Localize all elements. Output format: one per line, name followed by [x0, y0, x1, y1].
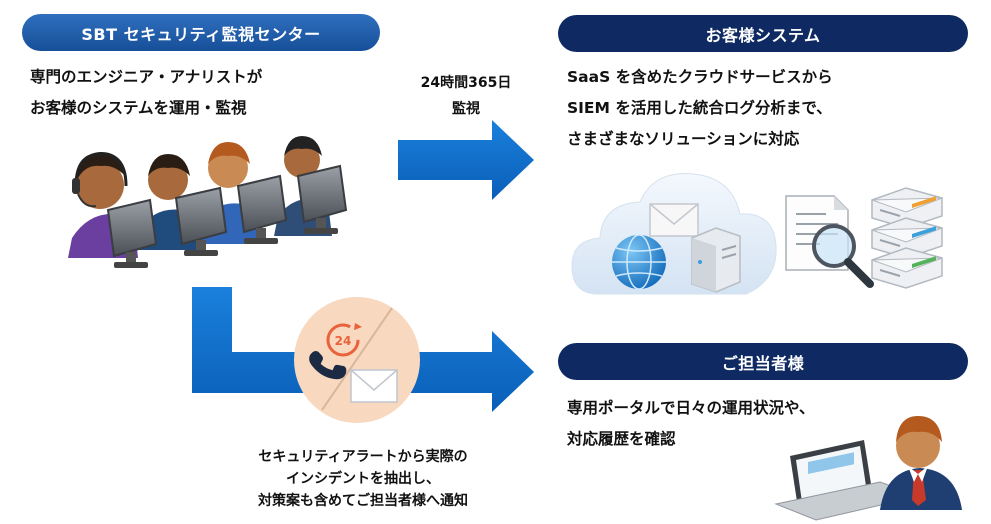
alert-desc-line2: インシデントを抽出し、: [286, 471, 440, 487]
alert-desc-line1: セキュリティアラートから実際の: [258, 449, 468, 465]
monitor-icon: [106, 198, 158, 268]
email-icon: [649, 203, 699, 237]
phone-icon: [309, 351, 347, 380]
center-desc-line2: お客様のシステムを運用・監視: [30, 99, 247, 117]
center-desc-line1: 専門のエンジニア・アナリストが: [30, 68, 263, 86]
log-analysis-icon: [785, 195, 874, 288]
monitoring-arrow: [398, 120, 534, 200]
monitoring-center-title: SBT セキュリティ監視センター: [22, 14, 380, 51]
contact-desc-line1: 専用ポータルで日々の運用状況や、: [567, 399, 815, 417]
monitor-icon: [174, 186, 228, 256]
monitoring-label: 監視: [452, 101, 480, 117]
server-stack-icon: [871, 187, 943, 289]
monitor-icon: [296, 164, 348, 234]
badge-number: 24: [335, 334, 352, 348]
customer-desc-line1: SaaS を含めたクラウドサービスから: [567, 68, 833, 86]
globe-icon: [612, 234, 666, 290]
mail-icon: [350, 369, 398, 403]
laptop-icon: [774, 440, 922, 521]
customer-system-title: お客様システム: [558, 15, 968, 52]
alert-desc-line3: 対策案も含めてご担当者様へ通知: [258, 493, 468, 509]
customer-desc-line2: SIEM を活用した統合ログ分析まで、: [567, 99, 832, 117]
monitor-icon: [236, 174, 288, 244]
contact-person-icon: [880, 416, 962, 510]
notification-badge-icon: 24: [294, 297, 420, 423]
operators-illustration: [68, 136, 348, 268]
customer-desc-line3: さまざまなソリューションに対応: [567, 130, 800, 148]
contact-desc-line2: 対応履歴を確認: [567, 430, 676, 448]
server-icon: [691, 227, 741, 293]
monitoring-hours-label: 24時間365日: [420, 75, 512, 91]
notification-arrow: [192, 287, 534, 412]
contact-person-title: ご担当者様: [558, 343, 968, 380]
